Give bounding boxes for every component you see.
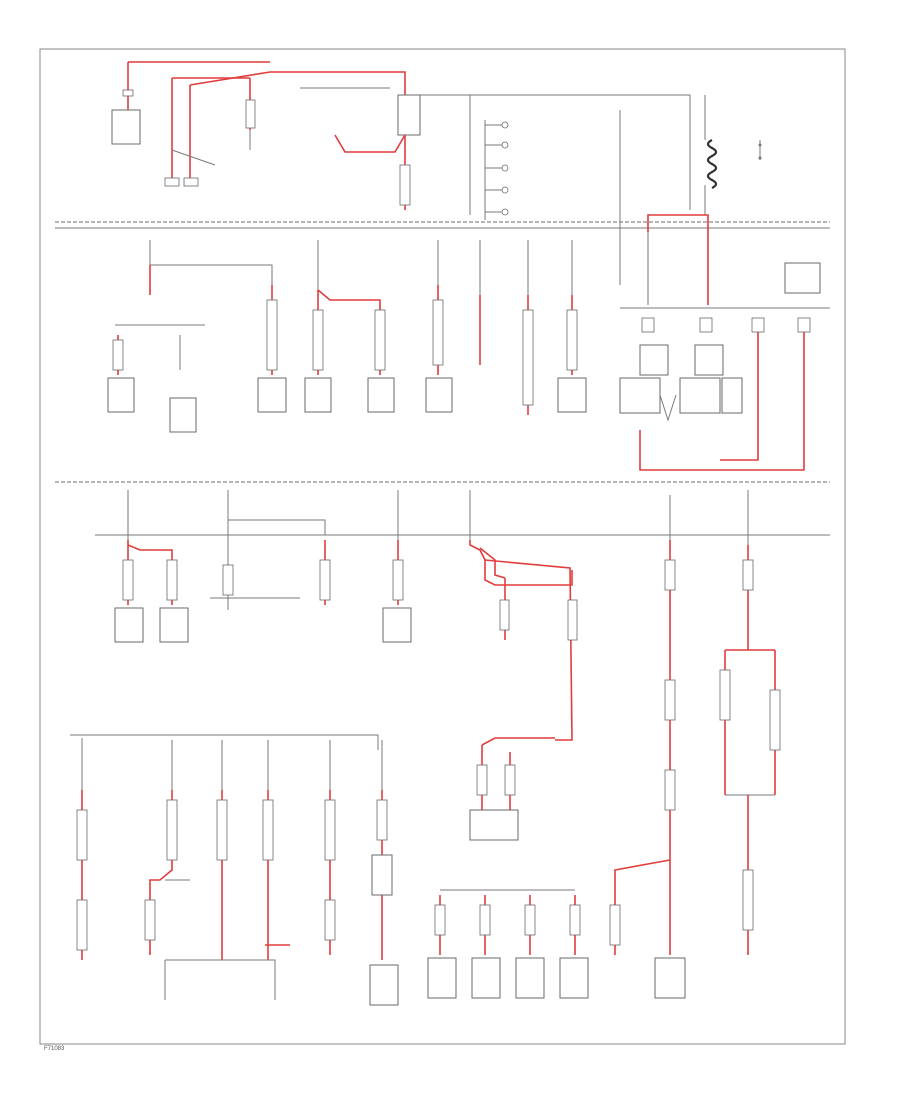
underhood-fuse-block [397,94,421,136]
module-f [425,377,453,413]
diagram-frame [39,48,846,1045]
relay-box-right [784,262,821,294]
module-e [367,377,395,413]
coil-winding [706,139,718,189]
starter-box [111,109,141,145]
window-motor-2 [471,957,501,999]
starter [111,61,270,145]
window-motor-1 [427,957,457,999]
module-j [382,607,412,643]
module-l [654,957,686,999]
fuse-group-center [484,110,621,285]
window-motor-3 [515,957,545,999]
window-motor-4 [559,957,589,999]
module-c [257,377,287,413]
module-d [304,377,332,413]
footer-code: F71083 [44,1046,65,1052]
module-g [557,377,587,413]
top-section [111,61,762,285]
ignition-relay-right [704,95,762,215]
module-b [169,397,197,433]
module-k [369,964,399,1006]
second-section [107,214,830,471]
module-i [159,607,189,643]
bottom-section [70,734,686,1006]
module-a [107,377,135,413]
power-window-module [469,809,519,841]
third-section [114,490,781,955]
fusible-link [245,99,256,129]
module-h [114,607,144,643]
